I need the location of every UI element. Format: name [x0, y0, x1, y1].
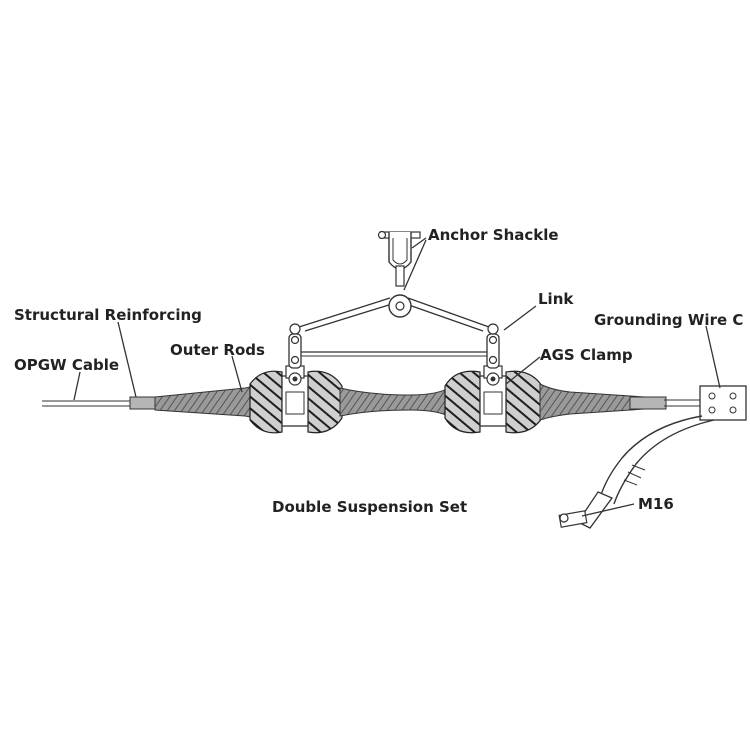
label-structural-reinforcing: Structural Reinforcing: [14, 306, 202, 324]
grounding-wire: [599, 415, 715, 505]
ags-clamp-2: [479, 365, 507, 427]
leader-lines: [73, 237, 721, 517]
anchor-shackle: [377, 230, 421, 318]
link-right: [486, 323, 500, 369]
link-left: [288, 323, 302, 369]
suspension-wire-right: [407, 297, 490, 328]
structural-reinforcing-rod-right: [629, 396, 667, 410]
rod-bulge-1: [249, 370, 283, 434]
label-ags-clamp: AGS Clamp: [540, 346, 633, 364]
rod-bulge-3: [444, 370, 481, 434]
label-grounding-wire: Grounding Wire C: [594, 311, 744, 329]
outer-rods-middle: [339, 385, 453, 419]
label-opgw-cable: OPGW Cable: [14, 356, 120, 374]
diagram-title: Double Suspension Set: [272, 498, 468, 516]
rod-bulge-2: [307, 370, 343, 434]
ags-clamp-1: [281, 365, 309, 427]
cable-assembly: [42, 370, 740, 434]
label-link: Link: [538, 290, 574, 308]
label-outer-rods: Outer Rods: [170, 341, 265, 359]
label-anchor-shackle: Anchor Shackle: [428, 226, 559, 244]
m16-terminal-lug: [558, 491, 614, 529]
outer-rods-left: [154, 378, 263, 426]
grounding-wire-clamp: [699, 385, 747, 421]
label-m16: M16: [638, 495, 674, 513]
suspension-wire-left: [298, 297, 391, 328]
